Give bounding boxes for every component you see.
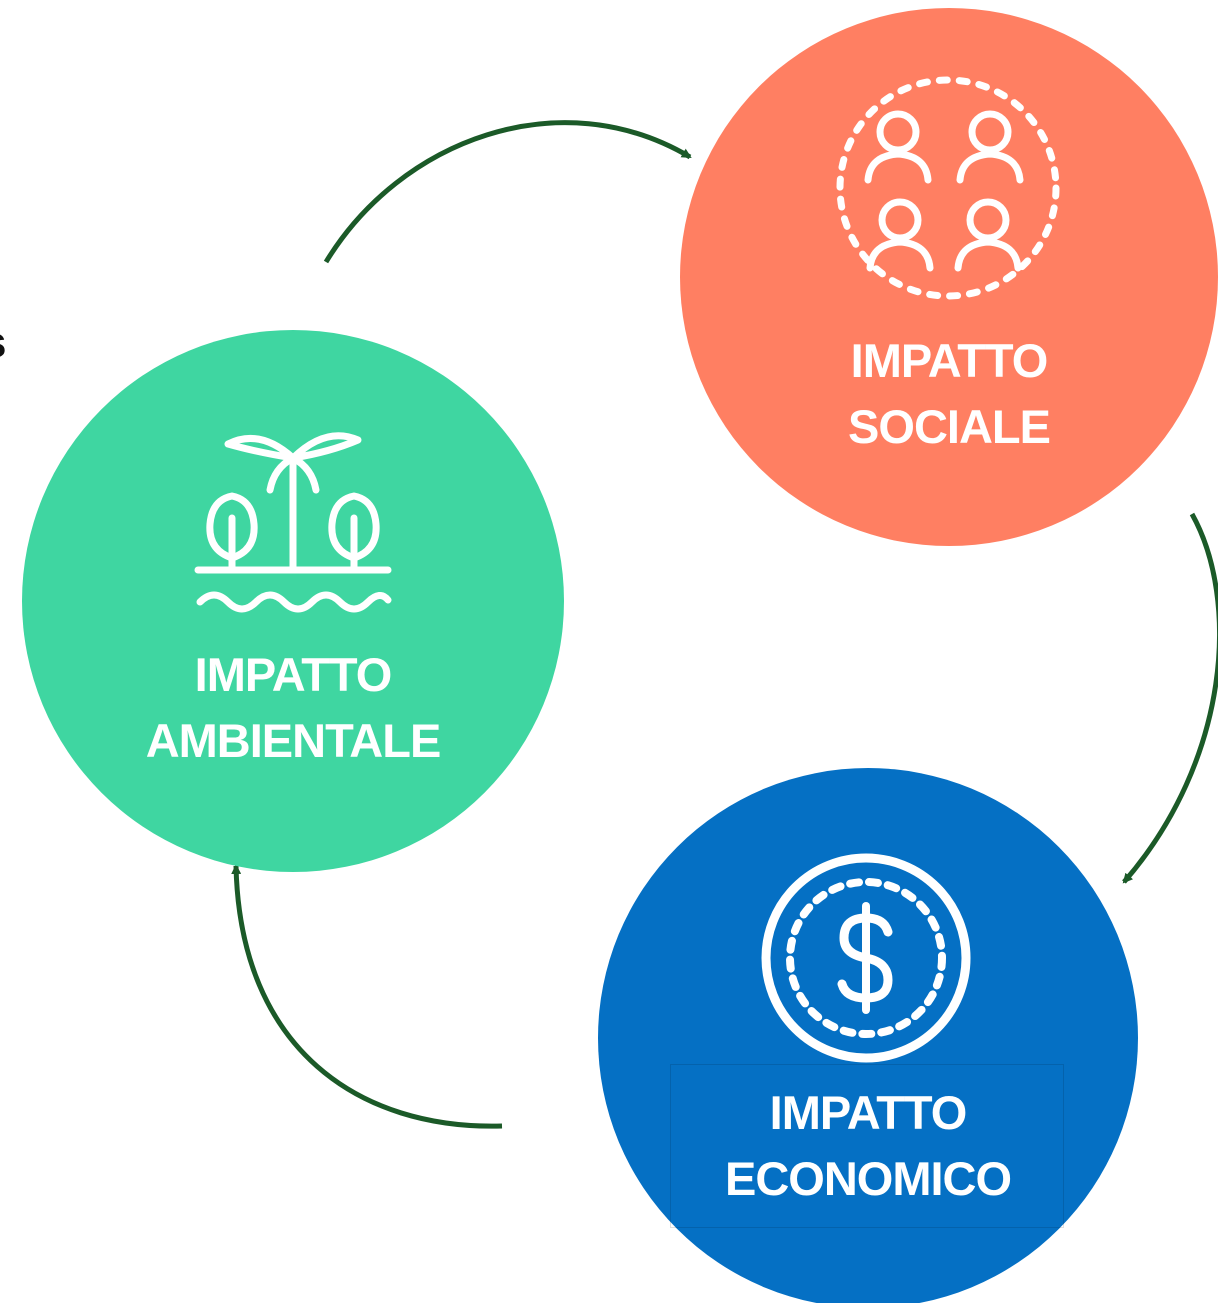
environmental-impact-label: IMPATTO AMBIENTALE (22, 642, 564, 774)
econ-label-line2: ECONOMICO (724, 1152, 1012, 1205)
cropped-heading-text: s (0, 318, 6, 368)
arrow-econ-to-env (231, 864, 503, 1129)
economic-impact-label: IMPATTO ECONOMICO (598, 1080, 1138, 1212)
trees-nature-icon (194, 432, 392, 613)
economic-impact-node: IMPATTO ECONOMICO (598, 768, 1138, 1303)
env-label-line2: AMBIENTALE (145, 714, 442, 767)
social-impact-label: IMPATTO SOCIALE (680, 328, 1218, 460)
social-label-line1: IMPATTO (850, 334, 1049, 387)
arrow-env-to-social (323, 120, 692, 264)
social-label-line2: SOCIALE (848, 400, 1051, 453)
social-impact-node: IMPATTO SOCIALE (680, 8, 1218, 546)
people-community-icon (836, 76, 1060, 300)
env-label-line1: IMPATTO (194, 648, 393, 701)
economic-label-frame (670, 1064, 1064, 1228)
dollar-coin-icon (761, 853, 971, 1063)
environmental-impact-node: IMPATTO AMBIENTALE (22, 330, 564, 872)
arrow-social-to-econ (1122, 512, 1218, 884)
econ-label-line1: IMPATTO (769, 1086, 968, 1139)
